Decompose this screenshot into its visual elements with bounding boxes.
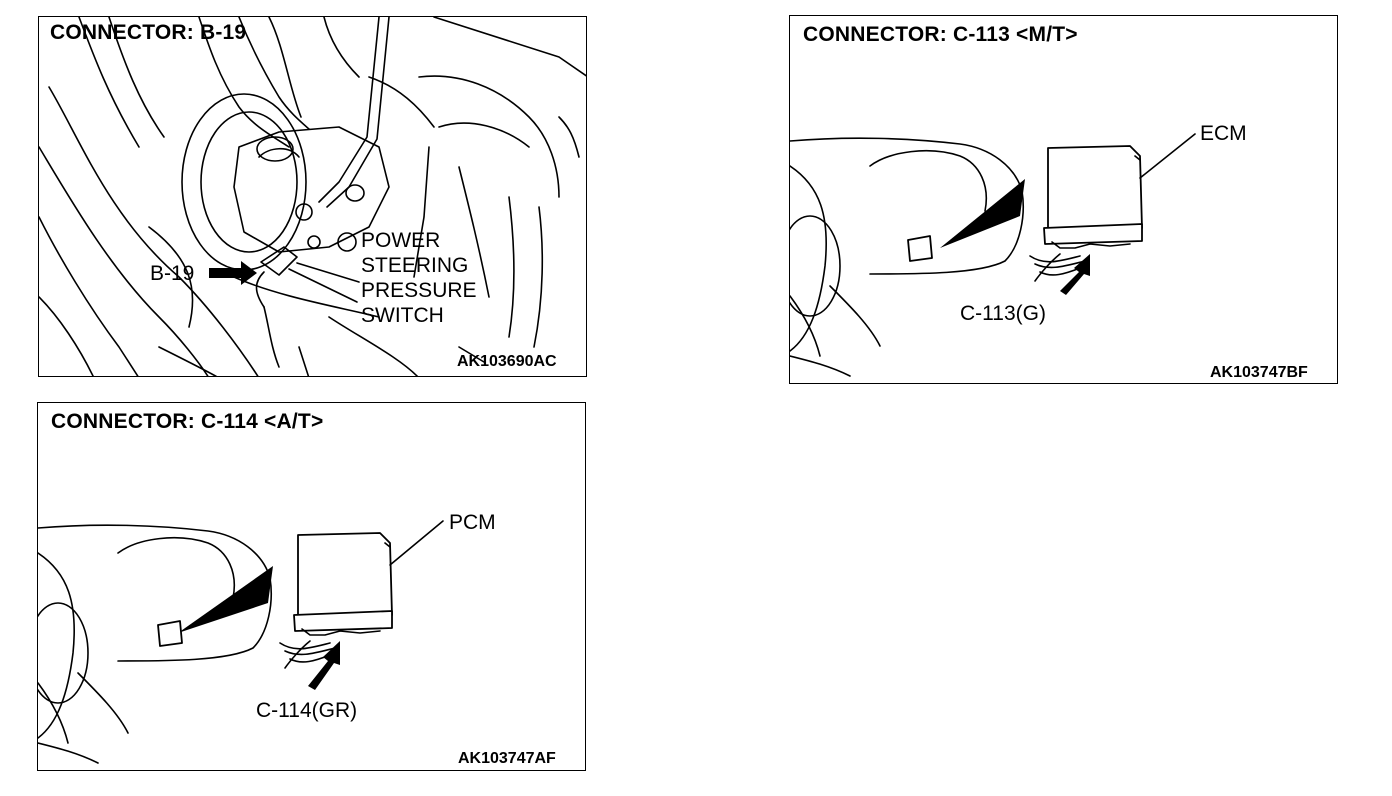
figure-code: AK103747AF bbox=[458, 750, 556, 767]
engine-bay-illustration bbox=[39, 17, 586, 376]
connector-label: C-113(G) bbox=[960, 302, 1046, 325]
panel-connector-c113: CONNECTOR: C-113 <M/T> ECM C-113(G) AK10… bbox=[789, 15, 1338, 384]
component-label-line-4: SWITCH bbox=[361, 304, 444, 327]
module-label-ecm: ECM bbox=[1200, 122, 1247, 145]
dashboard-ecm-illustration bbox=[790, 133, 1196, 377]
component-label-line-2: STEERING bbox=[361, 254, 469, 277]
panel-title: CONNECTOR: B-19 bbox=[50, 21, 247, 44]
connector-label: B-19 bbox=[150, 262, 195, 285]
panel-connector-b19: CONNECTOR: B-19 B-19 POWER STEERING PRES… bbox=[38, 16, 587, 377]
module-label-pcm: PCM bbox=[449, 511, 496, 534]
figure-code: AK103747BF bbox=[1210, 364, 1308, 381]
component-label-line-1: POWER bbox=[361, 229, 441, 252]
panel-connector-c114: CONNECTOR: C-114 <A/T> PCM C-114(GR) AK1… bbox=[37, 402, 586, 771]
dashboard-pcm-illustration bbox=[38, 520, 444, 764]
figure-code: AK103690AC bbox=[457, 353, 557, 370]
panel-title: CONNECTOR: C-114 <A/T> bbox=[51, 410, 324, 433]
panel-title: CONNECTOR: C-113 <M/T> bbox=[803, 23, 1078, 46]
connector-label: C-114(GR) bbox=[256, 699, 358, 722]
component-label-line-3: PRESSURE bbox=[361, 279, 477, 302]
